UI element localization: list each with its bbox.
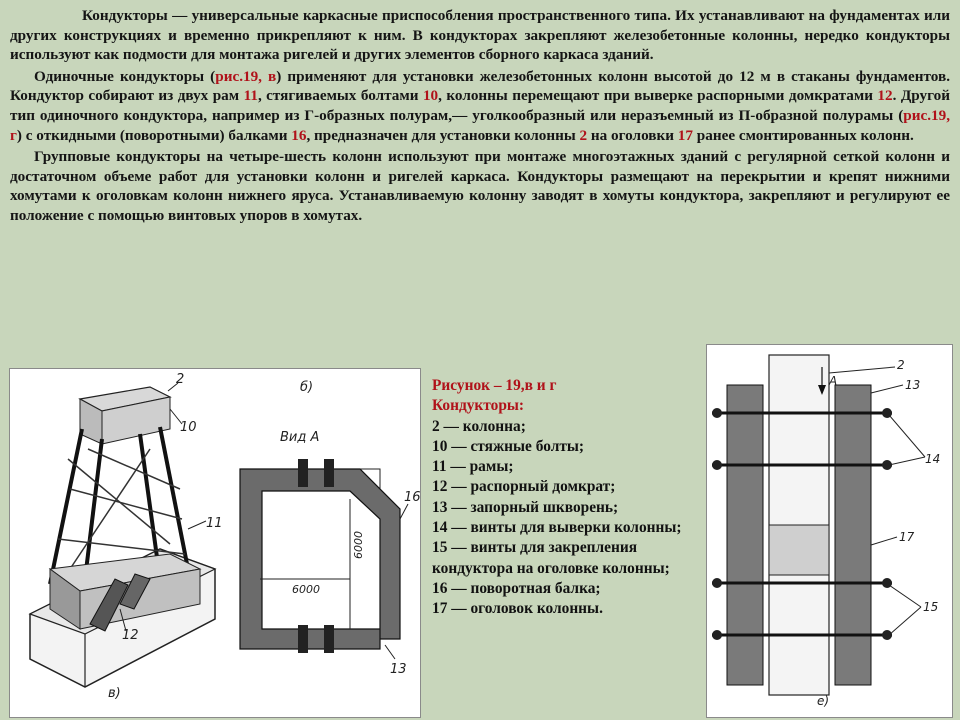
caption-subtitle: Кондукторы: bbox=[432, 397, 525, 415]
label-12: 12 bbox=[122, 628, 139, 643]
paragraph-text: на оголовки bbox=[587, 126, 678, 144]
figure-reference: 10 bbox=[422, 87, 439, 105]
label-vid-a: Вид А bbox=[280, 430, 319, 445]
caption-list: 2 — колонна; 10 — стяжные болты; 11 — рамы… bbox=[432, 417, 700, 620]
paragraph-p2: Одиночные кондукторы (рис.19, в) применя… bbox=[10, 67, 950, 145]
paragraph-p3: Групповые кондукторы на четыре-шесть кол… bbox=[10, 147, 950, 225]
figure-left: 2 10 11 12 в) б) Вид А 6000 6000 16 13 bbox=[9, 368, 421, 718]
paragraph-text: , предназначен для установки колонны bbox=[306, 126, 580, 144]
paragraph-text: . Другой тип одиночного кондуктора, напр… bbox=[10, 87, 950, 124]
label-2-left: 2 bbox=[176, 372, 184, 387]
label-2-right: 2 bbox=[897, 358, 905, 372]
figure-reference: 11 bbox=[243, 87, 258, 105]
figure-reference: 2 bbox=[579, 126, 588, 144]
paragraph-text: , стягиваемых болтами bbox=[257, 87, 423, 105]
label-13-right: 13 bbox=[905, 378, 920, 392]
label-17: 17 bbox=[899, 530, 915, 544]
caption-item: 17 — оголовок колонны. bbox=[432, 600, 603, 618]
paragraph-text: ) с откидными (поворотными) балками bbox=[16, 126, 292, 144]
figure-left-drawing: 2 10 11 12 в) б) Вид А 6000 6000 16 13 bbox=[28, 372, 420, 701]
paragraph-text: Одиночные кондукторы ( bbox=[34, 67, 216, 85]
caption-item: 2 — колонна; bbox=[432, 417, 526, 435]
label-10: 10 bbox=[180, 420, 197, 435]
label-16: 16 bbox=[404, 490, 420, 505]
figure-right: А 2 13 14 17 bbox=[706, 344, 953, 718]
text-block: Кондукторы — универсальные каркасные при… bbox=[10, 6, 950, 228]
dim-width: 6000 bbox=[292, 583, 320, 596]
caption-item: 10 — стяжные болты; bbox=[432, 437, 585, 455]
figure-caption: Рисунок – 19,в и г Кондукторы: 2 — колон… bbox=[432, 376, 700, 620]
figure-reference: 17 bbox=[677, 126, 693, 144]
paragraph-text: ранее смонтированных колонн. bbox=[692, 126, 914, 144]
caption-item: 13 — запорный шкворень; bbox=[432, 498, 619, 516]
arrow-a-label: А bbox=[828, 374, 837, 388]
label-15: 15 bbox=[923, 600, 938, 614]
label-14: 14 bbox=[925, 452, 940, 466]
paragraph-text: , колонны перемещают при выверке распорн… bbox=[438, 87, 878, 105]
dim-height: 6000 bbox=[352, 531, 365, 559]
figure-reference: 12 bbox=[877, 87, 893, 105]
paragraph-text: Групповые кондукторы на четыре-шесть кол… bbox=[10, 148, 950, 224]
caption-item: 12 — распорный домкрат; bbox=[432, 478, 616, 496]
caption-item: 16 — поворотная балка; bbox=[432, 579, 601, 597]
label-13-left: 13 bbox=[390, 662, 407, 677]
paragraph-text: Кондукторы — универсальные каркасные при… bbox=[10, 7, 950, 64]
paragraph-text: ) применяют для установки железобетонных… bbox=[10, 67, 950, 105]
figure-reference: рис.19, в bbox=[215, 67, 277, 85]
caption-item: 14 — винты для выверки колонны; bbox=[432, 519, 682, 537]
caption-item: 11 — рамы; bbox=[432, 458, 514, 476]
label-view-g: е) bbox=[817, 694, 829, 708]
plan-view: 6000 6000 16 13 bbox=[239, 459, 420, 677]
label-view-v: в) bbox=[108, 686, 121, 701]
caption-title: Рисунок – 19,в и г bbox=[432, 377, 557, 394]
figure-reference: 16 bbox=[291, 126, 307, 144]
figure-reference: рис.19, г bbox=[10, 106, 950, 144]
figure-right-drawing: А 2 13 14 17 bbox=[712, 354, 940, 708]
label-view-b: б) bbox=[300, 380, 313, 395]
paragraph-p1: Кондукторы — универсальные каркасные при… bbox=[10, 6, 950, 65]
caption-item: 15 — винты для закрепления кондуктора на… bbox=[432, 539, 670, 577]
label-11: 11 bbox=[206, 516, 223, 531]
